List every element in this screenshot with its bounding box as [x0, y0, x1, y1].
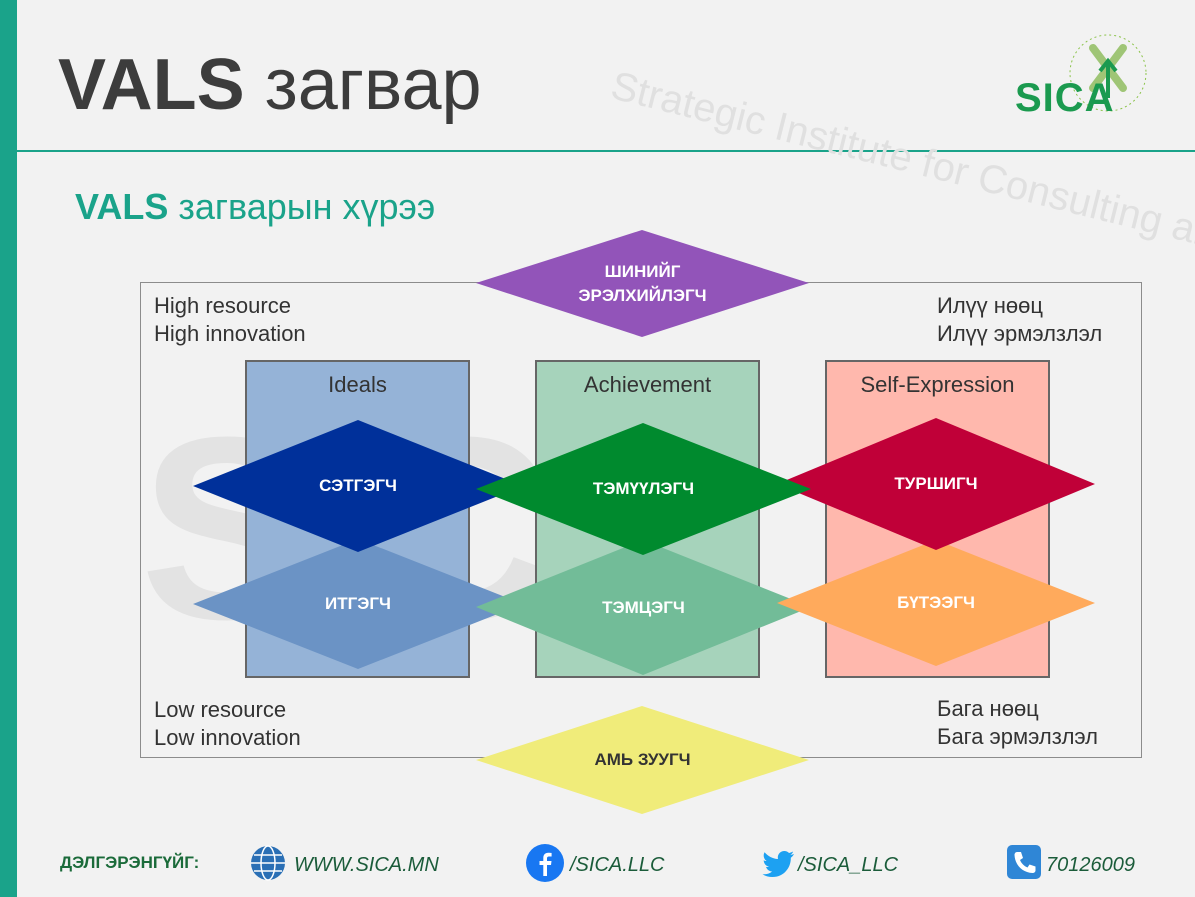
sica-logo: [1008, 28, 1158, 128]
twitter-icon: [762, 851, 794, 877]
facebook-link[interactable]: /SICA.LLC: [570, 854, 665, 876]
subtitle-rest: загварын хүрээ: [168, 186, 436, 227]
segment-label: ТЭМЦЭГЧ: [602, 597, 685, 617]
column-label: Self-Expression: [860, 372, 1015, 397]
segment-label: АМЬ ЗУУГЧ: [594, 750, 691, 769]
segment-label-line: ЭРЭЛХИЙЛЭГЧ: [578, 285, 707, 305]
twitter-link[interactable]: /SICA_LLC: [798, 854, 899, 876]
globe-icon: [251, 845, 285, 881]
phone-number[interactable]: 70126009: [1046, 854, 1135, 876]
footer-facebook[interactable]: /SICA.LLC: [525, 843, 685, 883]
segment-label: ТУРШИГЧ: [894, 474, 978, 493]
segment-label: СЭТГЭГЧ: [319, 476, 397, 495]
section-subtitle: VALS загварын хүрээ: [75, 186, 435, 228]
diamond-believer: ИТГЭГЧ: [193, 539, 523, 669]
corner-line: Илүү нөөц: [937, 293, 1043, 318]
corner-line: Бага эрмэлзлэл: [937, 724, 1098, 749]
footer-label: ДЭЛГЭРЭНГҮЙГ:: [60, 853, 200, 872]
diamond-achiever: ТЭМҮҮЛЭГЧ: [476, 423, 811, 555]
diamond-experiencer: ТУРШИГЧ: [777, 418, 1095, 550]
segment-label: БҮТЭЭГЧ: [897, 593, 975, 612]
footer-phone[interactable]: 70126009: [1005, 843, 1140, 883]
page-title: VALS загвар: [58, 40, 482, 130]
segment-label: ИТГЭГЧ: [325, 594, 391, 613]
corner-line: Low resource: [154, 697, 287, 722]
footer-twitter[interactable]: /SICA_LLC: [758, 843, 918, 883]
diamond-maker: БҮТЭЭГЧ: [777, 540, 1095, 666]
diamond-striver: ТЭМЦЭГЧ: [476, 540, 811, 675]
corner-bottom-right: Бага нөөц Бага эрмэлзлэл: [937, 695, 1098, 751]
corner-bottom-left: Low resource Low innovation: [154, 696, 301, 752]
segment-label-line: ШИНИЙГ: [604, 261, 681, 281]
diamond-survivor: АМЬ ЗУУГЧ: [476, 706, 809, 814]
website-link[interactable]: WWW.SICA.MN: [294, 854, 439, 876]
facebook-icon: [526, 844, 564, 882]
segment-label: ТЭМҮҮЛЭГЧ: [592, 479, 695, 498]
subtitle-bold: VALS: [75, 186, 169, 227]
title-divider: [17, 150, 1195, 152]
corner-line: Low innovation: [154, 725, 301, 750]
footer-website[interactable]: WWW.SICA.MN: [248, 843, 448, 883]
corner-top-left: High resource High innovation: [154, 292, 306, 348]
title-bold: VALS: [58, 45, 245, 125]
corner-line: Илүү эрмэлзлэл: [937, 321, 1103, 346]
corner-top-right: Илүү нөөц Илүү эрмэлзлэл: [937, 292, 1102, 348]
diamond-innovator: ШИНИЙГ ЭРЭЛХИЙЛЭГЧ: [476, 230, 809, 337]
column-label: Achievement: [583, 372, 712, 397]
diamond-thinker: СЭТГЭГЧ: [193, 420, 523, 552]
corner-line: High resource: [154, 293, 291, 318]
corner-line: High innovation: [154, 321, 306, 346]
segment-label: ШИНИЙГ ЭРЭЛХИЙЛЭГЧ: [476, 260, 809, 308]
column-label: Ideals: [328, 372, 387, 397]
title-rest: загвар: [244, 45, 482, 125]
phone-icon: [1007, 845, 1041, 879]
left-accent-bar: [0, 0, 17, 897]
corner-line: Бага нөөц: [937, 696, 1039, 721]
logo-text: SICA: [1015, 76, 1115, 120]
